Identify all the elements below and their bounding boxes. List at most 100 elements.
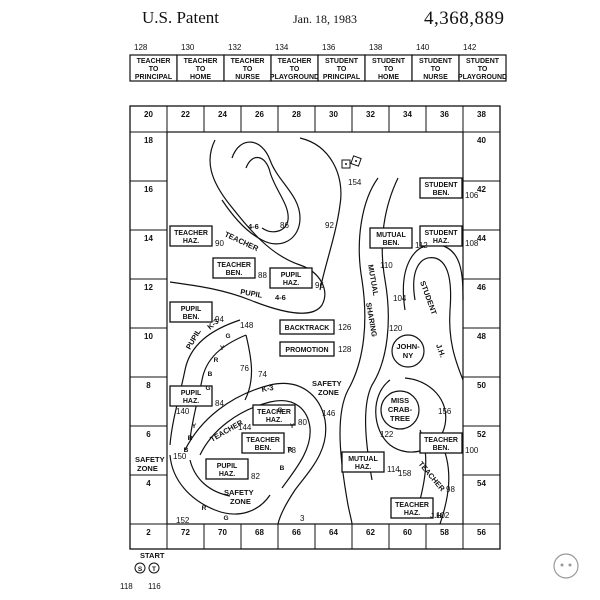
box-ref: 114 (387, 465, 400, 474)
student-jh-label: STUDENT (418, 280, 439, 317)
card-ref: 142 (463, 43, 477, 52)
space-26: 26 (240, 105, 279, 133)
ref-98: 98 (446, 485, 455, 494)
watermark-logo (553, 553, 579, 579)
mutual-label: MUTUAL (366, 264, 380, 297)
card-line3: PRINCIPAL (135, 74, 173, 81)
card-line2: TO (243, 66, 253, 73)
space-66: 66 (277, 523, 316, 550)
path-letter: Y (290, 423, 295, 430)
space-number: 36 (440, 110, 449, 119)
space-number: 60 (403, 528, 412, 537)
ref-152: 152 (176, 516, 190, 525)
teacher-k3-inner (199, 400, 311, 489)
card-line3: NURSE (235, 74, 260, 81)
space-number: 68 (255, 528, 264, 537)
space-number: 44 (477, 234, 486, 243)
space-54: 54 (462, 474, 501, 525)
box-line1: TEACHER (246, 437, 280, 444)
backtrack-box: BACKTRACK 126 (279, 319, 352, 335)
box-line1: MUTUAL (348, 456, 378, 463)
box-line2: HAZ. (183, 238, 199, 245)
ref-76: 76 (240, 364, 249, 373)
card-ref: 136 (322, 43, 336, 52)
space-64: 64 (314, 523, 353, 550)
path-letter: B (280, 465, 285, 472)
space-2: 2 (129, 523, 168, 550)
space-38: 38 (462, 105, 501, 133)
card-line3: NURSE (423, 74, 448, 81)
space-42: 42 (462, 180, 501, 231)
card-ref: 140 (416, 43, 430, 52)
card-ref: 138 (369, 43, 383, 52)
jh2-label: J.H. (430, 511, 444, 520)
safety-zone-1-line2: ZONE (318, 388, 339, 397)
box-line2: HAZ. (266, 417, 282, 424)
space-4: 4 (129, 474, 168, 525)
box-line1: PUPIL (281, 272, 302, 279)
card-ref: 130 (181, 43, 195, 52)
space-number: 4 (146, 479, 151, 488)
space-20: 20 (129, 105, 168, 133)
box-line1: TEACHER (395, 502, 429, 509)
box-line2: HAZ. (355, 464, 371, 471)
box-ref: 88 (258, 271, 267, 280)
space-number: 6 (146, 430, 151, 439)
box-ref: 90 (215, 239, 224, 248)
box-ref: 100 (465, 446, 479, 455)
sharing-label: SHARING (364, 302, 379, 338)
space-number: 46 (477, 283, 486, 292)
path-letter: G (277, 407, 282, 414)
box-ref: 94 (215, 315, 224, 324)
johnny-line2: NY (403, 351, 413, 360)
box-ref: 84 (215, 399, 224, 408)
card-line1: STUDENT (419, 58, 453, 65)
box-line1: TEACHER (257, 409, 291, 416)
box-line1: PUPIL (181, 306, 202, 313)
box-ref: 102 (436, 511, 450, 520)
space-number: 30 (329, 110, 338, 119)
box-line1: STUDENT (424, 182, 458, 189)
box-line2: BEN. (433, 190, 450, 197)
box-line2: HAZ. (433, 238, 449, 245)
miss-crabtree-circle: MISS CRAB- TREE 122 (380, 390, 420, 439)
space-number: 32 (366, 110, 375, 119)
path-letter: Y (220, 345, 225, 352)
box-line2: HAZ. (183, 398, 199, 405)
mutual-path-left (339, 177, 379, 525)
space-12: 12 (129, 278, 168, 329)
space-number: 20 (144, 110, 153, 119)
promotion-ref: 128 (338, 345, 352, 354)
path-letter: B (184, 447, 189, 454)
miss-line2: CRAB- (388, 405, 413, 414)
card-line2: TO (478, 66, 488, 73)
space-30: 30 (314, 105, 353, 133)
space-56: 56 (462, 523, 501, 550)
space-number: 34 (403, 110, 412, 119)
pupil-k3-inner (189, 334, 247, 441)
start-area: START S T (134, 551, 165, 574)
pupil-k3-label: PUPIL (184, 327, 203, 351)
teacher-jh-label: TEACHER (416, 460, 447, 494)
k3b-label: K-3 (261, 383, 274, 394)
box-line2: HAZ. (404, 510, 420, 517)
space-22: 22 (166, 105, 205, 133)
path-letter: B (208, 371, 213, 378)
box-line1: TEACHER (424, 437, 458, 444)
ref-74: 74 (258, 370, 267, 379)
student-jh-inner (413, 257, 464, 381)
start-s-token-icon (134, 562, 146, 574)
pupil-k3-right (244, 334, 253, 401)
